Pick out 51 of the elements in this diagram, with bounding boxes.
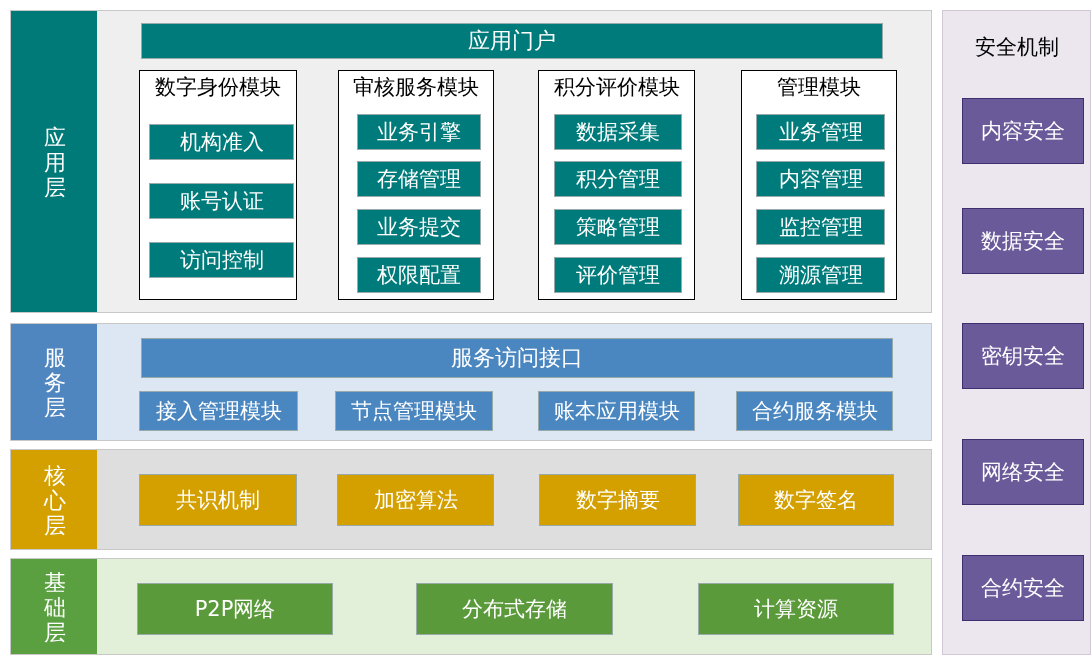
module-title: 管理模块 [776,74,862,101]
function-box: 业务提交 [357,209,481,245]
layer-label: 应用层 [43,124,67,199]
module-box [538,70,695,300]
function-box: 加密算法 [337,474,494,526]
security-box: 数据安全 [962,208,1084,274]
function-box: 策略管理 [554,209,682,245]
layer-panel [10,323,932,441]
function-box: P2P网络 [137,583,333,635]
module-title: 审核服务模块 [352,74,480,101]
layer-panel [10,558,932,655]
function-box: 机构准入 [149,124,294,160]
module-title: 数字身份模块 [154,74,282,101]
interface-bar: 应用门户 [141,23,883,59]
module-box [139,70,297,300]
function-box: 评价管理 [554,257,682,293]
security-panel [942,10,1091,655]
security-box: 合约安全 [962,555,1084,621]
function-box: 分布式存储 [416,583,613,635]
panel-title: 安全机制 [973,34,1060,61]
function-box: 溯源管理 [756,257,885,293]
function-box: 积分管理 [554,161,682,197]
module-box [338,70,494,300]
function-box: 数字摘要 [539,474,696,526]
function-box: 合约服务模块 [736,391,893,431]
layer-panel [10,10,932,313]
module-box [741,70,897,300]
security-box: 网络安全 [962,439,1084,505]
security-box: 内容安全 [962,98,1084,164]
function-box: 账号认证 [149,183,294,219]
function-box: 数据采集 [554,114,682,150]
layer-panel [10,449,932,550]
security-box: 密钥安全 [962,323,1084,389]
function-box: 权限配置 [357,257,481,293]
function-box: 访问控制 [149,242,294,278]
function-box: 业务引擎 [357,114,481,150]
function-box: 共识机制 [139,474,297,526]
function-box: 监控管理 [756,209,885,245]
interface-bar: 服务访问接口 [141,338,893,378]
function-box: 内容管理 [756,161,885,197]
function-box: 账本应用模块 [538,391,695,431]
function-box: 接入管理模块 [139,391,298,431]
layer-label: 核心层 [43,462,67,537]
function-box: 存储管理 [357,161,481,197]
function-box: 节点管理模块 [335,391,493,431]
function-box: 业务管理 [756,114,885,150]
function-box: 数字签名 [738,474,894,526]
function-box: 计算资源 [698,583,894,635]
layer-label: 基础层 [43,569,67,644]
module-title: 积分评价模块 [552,74,681,101]
layer-label: 服务层 [43,344,67,420]
